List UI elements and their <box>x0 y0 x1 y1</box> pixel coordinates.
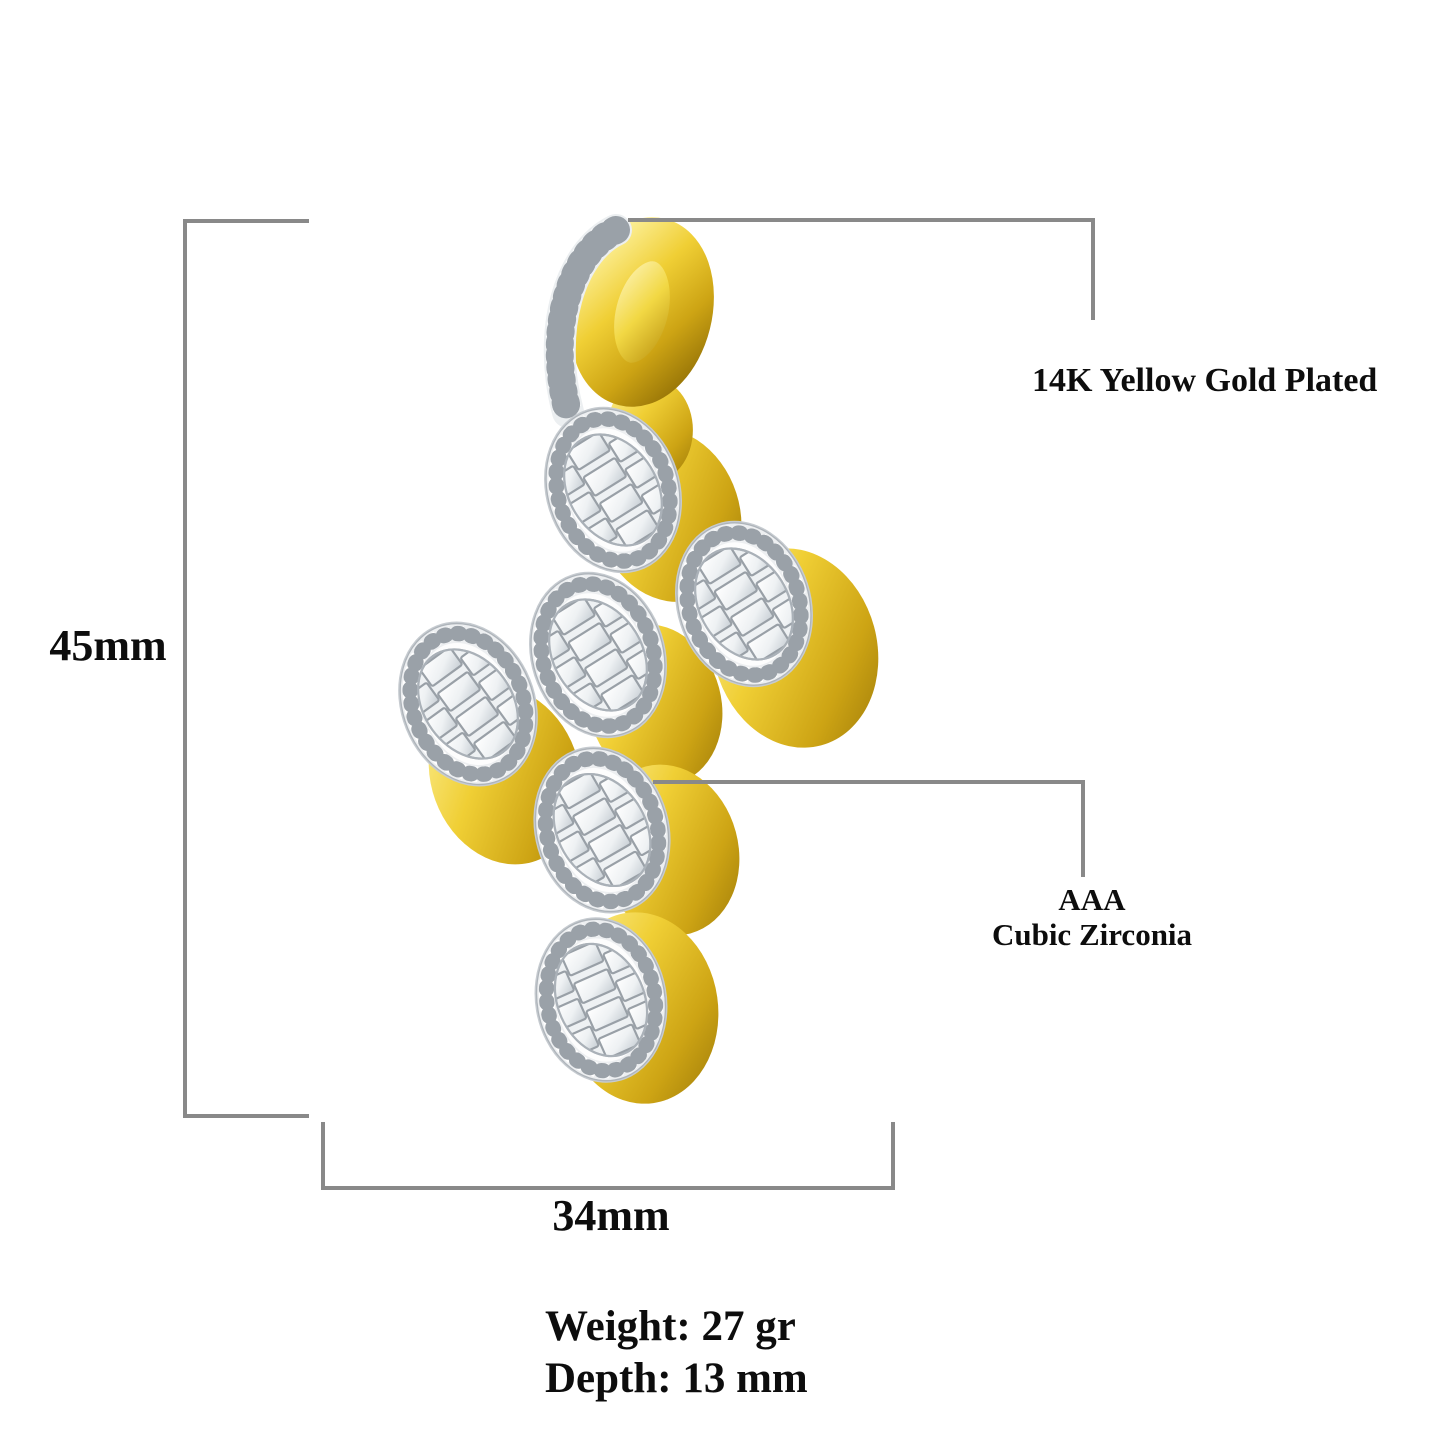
stone-callout-line-horizontal <box>653 780 1085 784</box>
width-bracket-line <box>321 1186 895 1190</box>
material-callout-line-horizontal <box>628 218 1095 222</box>
weight-spec: Weight: 27 gr <box>545 1303 796 1350</box>
stone-callout-line-vertical <box>1081 780 1085 877</box>
stone-grade-text: AAA <box>1058 882 1126 917</box>
height-dimension-label: 45mm <box>49 621 167 670</box>
material-annotation: 14K Yellow Gold Plated <box>1032 362 1378 399</box>
height-dimension-line <box>183 219 187 1118</box>
material-callout-line-vertical <box>1091 218 1095 320</box>
bail <box>543 214 714 428</box>
depth-spec: Depth: 13 mm <box>545 1355 808 1402</box>
width-bracket-right-riser <box>891 1122 895 1190</box>
height-dimension-tick-bottom <box>183 1114 309 1118</box>
stone-type-text: Cubic Zirconia <box>991 917 1193 952</box>
stone-annotation: AAA Cubic Zirconia <box>952 882 1232 952</box>
height-dimension-tick-top <box>183 219 309 223</box>
width-bracket-left-riser <box>321 1122 325 1190</box>
width-dimension-label: 34mm <box>552 1191 670 1240</box>
